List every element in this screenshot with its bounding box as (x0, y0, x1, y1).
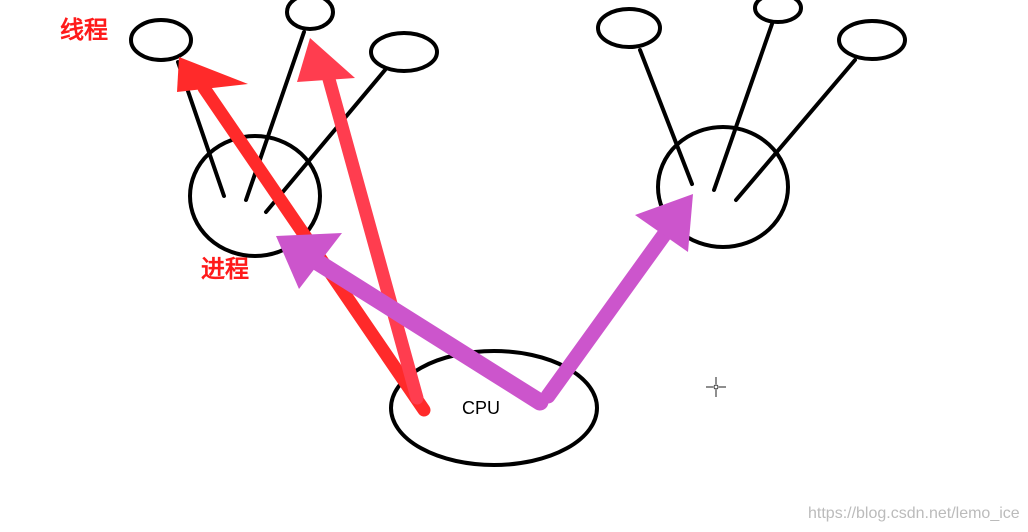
process-label: 进程 (201, 255, 249, 283)
watermark: https://blog.csdn.net/lemo_ice (808, 505, 1020, 522)
thread-arrows (177, 38, 431, 417)
right-process (656, 125, 790, 249)
right-thread-3-link (734, 58, 857, 202)
right-thread-1-link (638, 48, 694, 186)
thread-label: 线程 (60, 16, 108, 44)
crosshair-cursor-icon (706, 377, 726, 397)
left-thread-3 (369, 31, 439, 73)
left-process-group (129, 0, 439, 258)
cpu-label: CPU (462, 398, 500, 418)
left-thread-1 (129, 18, 193, 62)
left-thread-3-link (264, 68, 387, 214)
cpu-to-left-thread-2-arrow-shaft (320, 65, 424, 405)
cpu-to-left-process-arrow-shaft (302, 249, 549, 411)
process-arrows (276, 194, 693, 411)
right-thread-2-link (712, 22, 774, 192)
right-thread-3 (837, 19, 907, 61)
cpu-to-left-thread-2-arrowhead (297, 38, 355, 82)
cpu-to-right-process-arrow-shaft (540, 220, 677, 404)
cpu-node (389, 349, 599, 467)
right-process-group (596, 0, 907, 249)
cpu-to-left-thread-1-arrowhead (177, 57, 248, 92)
left-process (188, 134, 322, 258)
right-thread-2 (753, 0, 803, 24)
left-thread-2 (285, 0, 335, 31)
cpu-to-right-process-arrowhead (635, 194, 693, 252)
cpu-to-left-process-arrowhead (276, 233, 342, 289)
right-thread-1 (596, 7, 662, 49)
